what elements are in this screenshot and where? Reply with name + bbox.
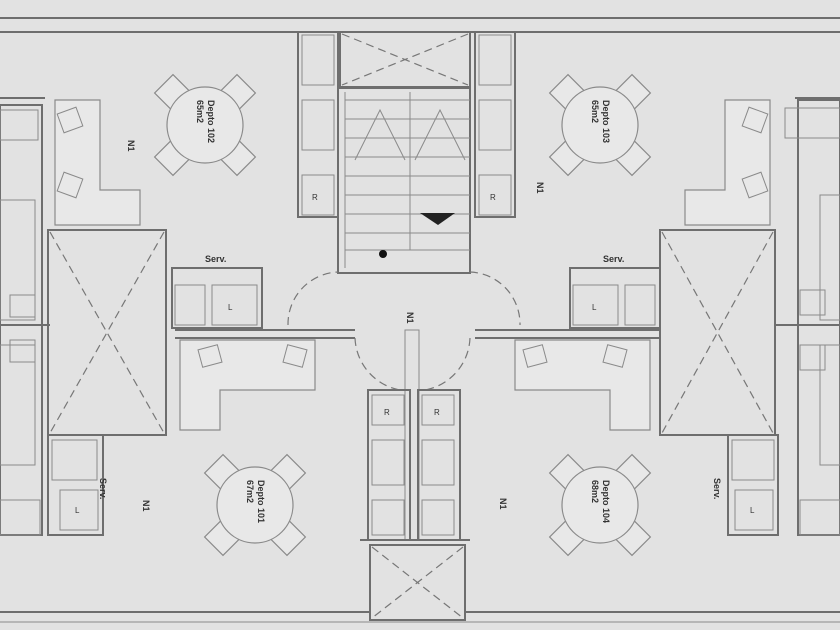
- level-tags: N1 N1 N1 N1 N1: [126, 140, 545, 512]
- apartment-area: 68m2: [590, 480, 600, 503]
- refrigerator-label: R: [384, 408, 390, 417]
- laundry-label: L: [75, 506, 80, 515]
- light-well-right: [659, 229, 776, 436]
- service-room-bottom-right: L Serv.: [712, 434, 779, 536]
- light-well-left: [47, 229, 167, 436]
- level-tag: N1: [535, 182, 545, 194]
- refrigerator-label: R: [490, 193, 496, 202]
- building-outline: [0, 17, 840, 623]
- service-room-top-left: L Serv.: [171, 254, 263, 329]
- sofa-top-left: [54, 99, 141, 226]
- apartment-name: Depto 104: [601, 480, 611, 523]
- refrigerator-label: R: [312, 193, 318, 202]
- level-tag: N1: [141, 500, 151, 512]
- light-well-top: [339, 31, 471, 88]
- service-room-bottom-left: L Serv.: [47, 434, 108, 536]
- kitchen-top-left: R: [297, 31, 339, 218]
- stair-core: [337, 87, 471, 274]
- level-tag: N1: [126, 140, 136, 152]
- service-label: Serv.: [98, 478, 108, 499]
- refrigerator-label: R: [434, 408, 440, 417]
- laundry-label: L: [228, 303, 233, 312]
- kitchen-bottom: R R: [367, 389, 461, 541]
- apartment-area: 65m2: [195, 100, 205, 123]
- light-well-bottom: [369, 544, 466, 621]
- level-tag: N1: [405, 312, 415, 324]
- service-label: Serv.: [603, 254, 624, 264]
- service-room-top-right: L Serv.: [569, 254, 661, 329]
- sofa-top-right: [684, 99, 771, 226]
- apartment-name: Depto 102: [206, 100, 216, 143]
- level-tag: N1: [498, 498, 508, 510]
- laundry-label: L: [592, 303, 597, 312]
- sofa-middle-left: [179, 339, 316, 431]
- stair-direction-arrow-icon: [420, 213, 455, 225]
- table: [561, 86, 639, 164]
- laundry-label: L: [750, 506, 755, 515]
- service-label: Serv.: [205, 254, 226, 264]
- service-label: Serv.: [712, 478, 722, 499]
- apartment-area: 65m2: [590, 100, 600, 123]
- central-hall: [175, 271, 660, 541]
- right-bedrooms: [775, 99, 840, 536]
- apartment-name: Depto 103: [601, 100, 611, 143]
- table: [166, 86, 244, 164]
- table: [561, 466, 639, 544]
- apartment-area: 67m2: [245, 480, 255, 503]
- sofa-middle-right: [514, 339, 651, 431]
- level-point-icon: [379, 250, 387, 258]
- apartment-name: Depto 101: [256, 480, 266, 523]
- table: [216, 466, 294, 544]
- left-bedrooms: [0, 104, 50, 536]
- kitchen-top-right: R: [474, 31, 516, 218]
